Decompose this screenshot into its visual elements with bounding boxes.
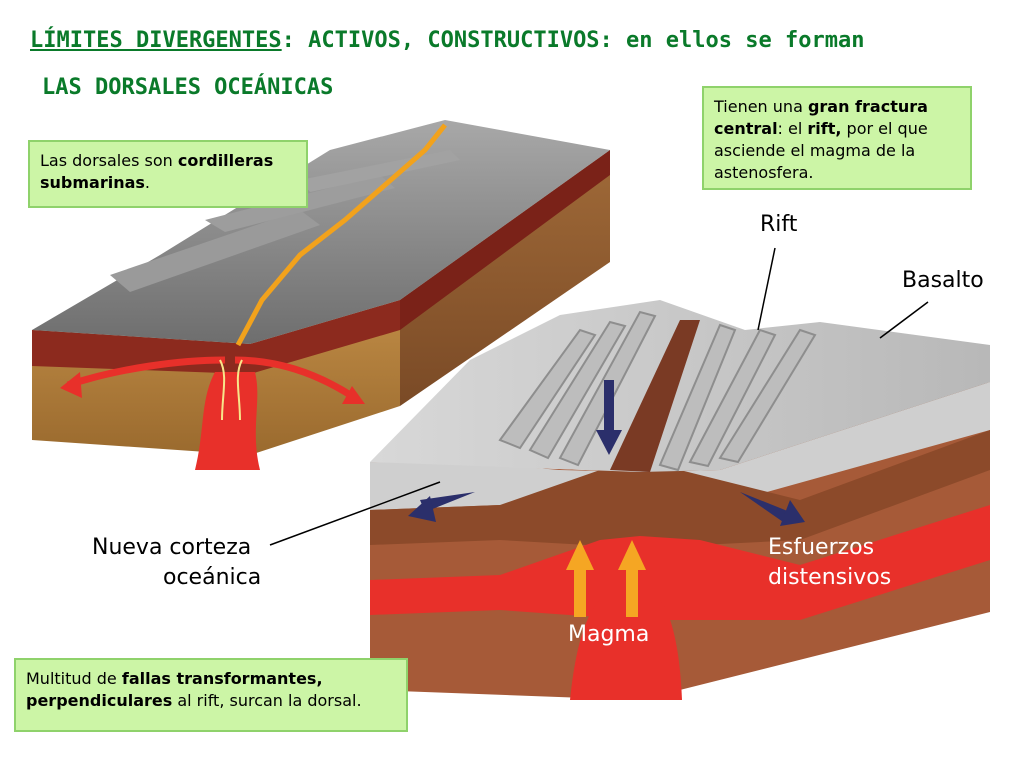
rift-valley bbox=[610, 320, 700, 472]
info-box-fallas: Multitud de fallas transformantes, perpe… bbox=[14, 658, 408, 732]
label-esfuerzos-line1: Esfuerzos bbox=[768, 535, 875, 560]
box-text: Multitud de bbox=[26, 669, 122, 688]
stress-arrow-left bbox=[408, 492, 475, 522]
stress-arrow-right bbox=[740, 492, 805, 526]
label-rift: Rift bbox=[760, 212, 798, 237]
rift-pointer bbox=[757, 247, 776, 331]
box-text: Tienen una bbox=[714, 97, 808, 116]
small-block-magma-column bbox=[195, 372, 260, 470]
box-bold-text: cordilleras submarinas bbox=[40, 151, 274, 192]
corteza-pointer bbox=[269, 481, 441, 546]
box-bold-text: rift, bbox=[807, 119, 842, 138]
small-block bbox=[32, 120, 610, 470]
page-subtitle: LAS DORSALES OCEÁNICAS bbox=[42, 75, 334, 100]
box-bold-text: gran fractura central bbox=[714, 97, 928, 138]
small-block-top-surface bbox=[32, 120, 610, 344]
large-block-magma-band bbox=[370, 505, 990, 620]
box-bold-text: fallas transformantes, perpendiculares bbox=[26, 669, 323, 710]
info-box-dorsales: Las dorsales son cordilleras submarinas. bbox=[28, 140, 308, 208]
box-text: : el bbox=[777, 119, 808, 138]
info-box-rift: Tienen una gran fractura central: el rif… bbox=[702, 86, 972, 190]
large-block-magma-column bbox=[570, 600, 682, 700]
box-text: Las dorsales son bbox=[40, 151, 178, 170]
box-text: por el que asciende el magma de la asten… bbox=[714, 119, 928, 182]
box-text: al rift, surcan la dorsal. bbox=[172, 691, 362, 710]
large-block-basalt-front bbox=[370, 382, 990, 515]
basalto-pointer bbox=[879, 301, 929, 339]
small-block-crust-band bbox=[32, 300, 400, 374]
title-underlined: LÍMITES DIVERGENTES bbox=[30, 28, 282, 53]
label-corteza-line1: Nueva corteza bbox=[92, 535, 252, 560]
label-basalto: Basalto bbox=[902, 268, 984, 293]
page-title: LÍMITES DIVERGENTES: ACTIVOS, CONSTRUCTI… bbox=[30, 28, 864, 53]
small-block-right-face bbox=[400, 150, 610, 406]
large-block bbox=[370, 300, 990, 700]
label-esfuerzos-line2: distensivos bbox=[768, 565, 892, 590]
downward-arrow bbox=[596, 430, 622, 455]
label-corteza-line2: oceánica bbox=[163, 565, 262, 590]
box-text: . bbox=[144, 173, 151, 192]
rising-arrows bbox=[566, 540, 646, 617]
title-rest: : ACTIVOS, CONSTRUCTIVOS: en ellos se fo… bbox=[281, 28, 865, 53]
label-magma: Magma bbox=[568, 622, 650, 647]
small-block-rift-lava bbox=[235, 123, 447, 347]
